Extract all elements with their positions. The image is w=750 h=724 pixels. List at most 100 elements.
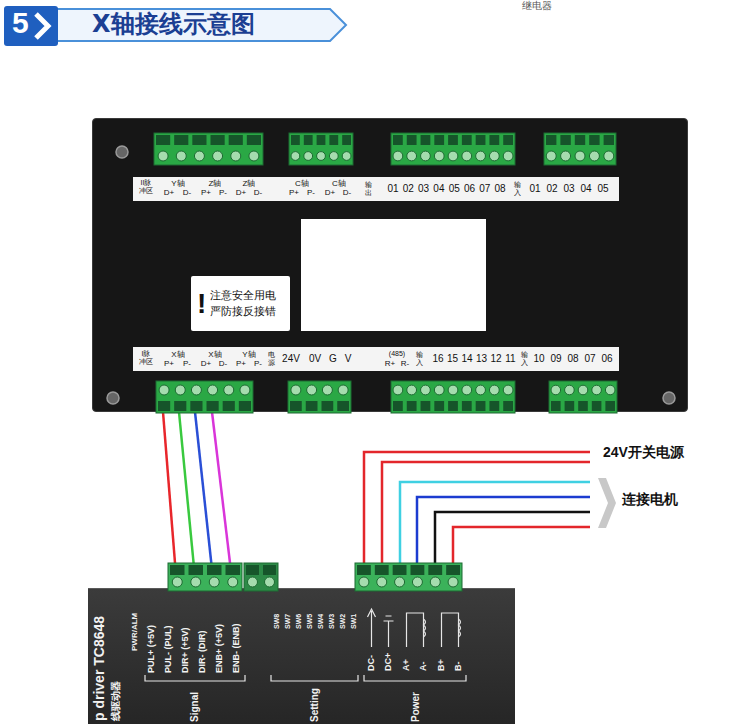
pin-label: 01	[387, 184, 398, 194]
pin-label: C轴	[295, 180, 309, 188]
pin-label: P+	[164, 360, 174, 368]
terminal-screw	[561, 151, 571, 161]
diagram-title: X轴接线示意图	[92, 12, 255, 36]
pin-label: C轴	[332, 180, 346, 188]
controller-box: !注意安全用电 严防接反接错II脉冲区Y轴D+D-Z轴P+P-Z轴D+D-C轴P…	[92, 118, 688, 412]
terminal-slot	[189, 565, 204, 575]
terminal-screw	[395, 577, 405, 587]
terminal-label: 线驱动器	[111, 681, 121, 721]
terminal-slot	[174, 135, 188, 145]
terminal-block	[391, 381, 515, 413]
terminal-slot	[411, 565, 425, 575]
pin-label: P-	[183, 360, 191, 368]
terminal-slot	[229, 135, 243, 145]
terminal-slot	[290, 401, 302, 411]
pin-label: P+	[289, 189, 299, 197]
terminal-screw	[551, 385, 561, 395]
terminal-slot	[503, 401, 513, 411]
signal-wire	[163, 412, 177, 588]
pin-label: 01	[529, 184, 540, 194]
terminal-screw	[448, 151, 458, 161]
terminal-screw	[393, 151, 403, 161]
terminal-slot	[560, 135, 570, 145]
pin-label: 07	[584, 354, 595, 364]
pin-label: Y轴	[242, 351, 255, 359]
terminal-label: A-	[419, 662, 428, 672]
pin-label: 06	[601, 354, 612, 364]
terminal-label: PUL+ (+5V)	[147, 625, 156, 673]
pin-label: 输出	[365, 181, 372, 196]
power-terminal	[355, 563, 462, 591]
terminal-screw	[448, 577, 458, 587]
terminal-screw	[578, 385, 588, 395]
warning-sticker: !注意安全用电 严防接反接错	[191, 276, 290, 331]
terminal-label: DIR- (DIR)	[198, 631, 207, 674]
terminal-screw	[194, 151, 204, 161]
terminal-slot	[407, 135, 417, 145]
section-number: 5	[12, 8, 29, 38]
pin-label: P+	[236, 360, 246, 368]
pin-label: 06	[464, 184, 475, 194]
pin-label: 04	[580, 184, 591, 194]
pin-label: 输入	[416, 351, 423, 366]
pin-label: D+	[236, 189, 246, 197]
terminal-screw	[342, 152, 351, 161]
terminal-body	[244, 563, 278, 591]
terminal-screw	[329, 152, 338, 161]
terminal-slot	[156, 135, 170, 145]
terminal-label: DIR+ (+5V)	[181, 627, 190, 673]
terminal-slot	[421, 135, 431, 145]
terminal-block	[154, 133, 263, 165]
terminal-screw	[434, 385, 444, 395]
supply-symbol	[368, 609, 376, 647]
pin-label: 05	[597, 184, 608, 194]
terminal-screw	[209, 577, 219, 587]
pin-label: 03	[563, 184, 574, 194]
enable-terminal	[244, 563, 278, 591]
terminal-slot	[448, 401, 458, 411]
terminal-screw	[291, 152, 300, 161]
label-strip	[133, 347, 619, 371]
terminal-screw	[191, 385, 201, 395]
motor-wire	[435, 512, 590, 582]
terminal-label: SW8	[273, 614, 280, 629]
terminal-slot	[207, 565, 222, 575]
terminal-block	[391, 133, 515, 165]
pin-label: 10	[533, 354, 544, 364]
pin-label: 03	[418, 184, 429, 194]
terminal-block	[549, 381, 617, 413]
terminal-slot	[428, 565, 442, 575]
badge-chevron	[36, 14, 48, 38]
mounting-screw	[107, 392, 119, 404]
terminal-slot	[546, 135, 556, 145]
terminal-slot	[407, 401, 417, 411]
terminal-label: SW5	[306, 614, 313, 629]
pin-label: 04	[433, 184, 444, 194]
driver-box: p driver TC8648线驱动器PWR/ALMPUL+ (+5V)PUL-…	[88, 588, 515, 724]
terminal-screw	[565, 385, 575, 395]
terminal-screw	[304, 152, 313, 161]
terminal-slot	[578, 401, 588, 411]
motor-wire	[400, 482, 590, 582]
pin-label: 24V	[282, 354, 300, 364]
terminal-block	[288, 381, 351, 413]
terminal-slot	[393, 135, 403, 145]
pin-label: 输入	[514, 181, 521, 196]
pin-label: X轴	[171, 351, 184, 359]
terminal-slot	[592, 401, 602, 411]
terminal-screw	[291, 385, 301, 395]
label-strip	[133, 177, 619, 201]
terminal-screw	[265, 577, 275, 587]
warning-icon: !	[197, 290, 206, 318]
terminal-slot	[448, 135, 458, 145]
terminal-slot	[174, 401, 186, 411]
terminal-body	[544, 133, 616, 165]
pin-label: V	[345, 354, 352, 364]
terminal-slot	[357, 565, 371, 575]
terminal-screw	[503, 151, 513, 161]
supply-symbol	[384, 616, 394, 647]
terminal-slot	[322, 401, 334, 411]
terminal-screw	[592, 385, 602, 395]
terminal-body	[288, 381, 351, 413]
terminal-slot	[375, 565, 389, 575]
